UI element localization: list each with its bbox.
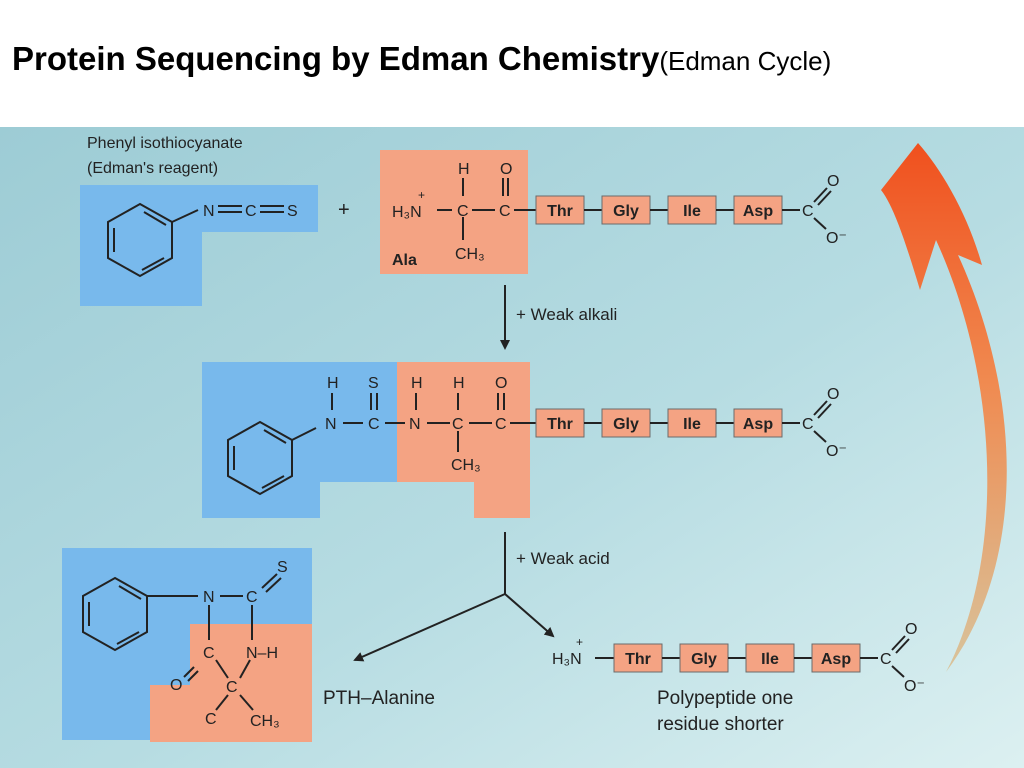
ptc-c-atom-1: C bbox=[368, 416, 380, 433]
peptide-chain-row1: Thr Gly Ile Asp CO O⁻ bbox=[535, 173, 847, 247]
residue-label-asp-3: Asp bbox=[821, 651, 851, 668]
alpha-c-atom: C bbox=[457, 203, 469, 220]
ptc-c-atom-2: C bbox=[452, 416, 464, 433]
ptc-o-atom: O bbox=[495, 375, 507, 392]
ala-label: Ala bbox=[392, 252, 417, 269]
residue-label-gly-1: Gly bbox=[613, 203, 639, 220]
cycle-return-arrow bbox=[881, 143, 1007, 672]
step-weak-alkali: + Weak alkali bbox=[516, 305, 617, 324]
pth-s-atom: S bbox=[277, 559, 288, 576]
alpha-h-atom: H bbox=[458, 161, 470, 178]
residue-box-asp-3 bbox=[811, 643, 861, 673]
title-main: Protein Sequencing by Edman Chemistry bbox=[12, 40, 660, 77]
residue-label-asp-2: Asp bbox=[743, 416, 773, 433]
residue-label-gly-3: Gly bbox=[691, 651, 717, 668]
peptide-chain-row2: Thr Gly Ile Asp CO O⁻ bbox=[535, 386, 847, 460]
alanine-box bbox=[380, 150, 528, 274]
pth-c-atom-2: C bbox=[203, 645, 215, 662]
pth-alanine-label: PTH–Alanine bbox=[323, 688, 435, 709]
reagent-name: Phenyl isothiocyanate bbox=[87, 135, 243, 152]
pth-methyl: CH₃ bbox=[250, 713, 280, 730]
ptc-methyl: CH₃ bbox=[451, 457, 481, 474]
pth-n-atom-1: N bbox=[203, 589, 215, 606]
pth-c-atom-4: C bbox=[205, 711, 217, 728]
step-weak-acid: + Weak acid bbox=[516, 549, 610, 568]
residue-label-thr-1: Thr bbox=[547, 203, 573, 220]
carboxyl-single-bond-2 bbox=[813, 430, 827, 443]
carboxyl-double-bond-b-1 bbox=[817, 190, 832, 206]
residue-box-asp-1 bbox=[733, 195, 783, 225]
carbonyl-o-atom: O bbox=[500, 161, 512, 178]
amine-charge-plus: + bbox=[418, 188, 425, 202]
ptc-h-atom-3: H bbox=[453, 375, 465, 392]
residue-label-gly-2: Gly bbox=[613, 416, 639, 433]
residue-label-ile-1: Ile bbox=[683, 203, 701, 220]
ptc-orange-box bbox=[397, 362, 530, 518]
pth-blue-box bbox=[62, 548, 312, 740]
residue-label-thr-2: Thr bbox=[547, 416, 573, 433]
residue-label-asp-1: Asp bbox=[743, 203, 773, 220]
title-subtitle: (Edman Cycle) bbox=[659, 46, 832, 76]
residue-label-ile-3: Ile bbox=[761, 651, 779, 668]
residue-box-ile-1 bbox=[667, 195, 717, 225]
carboxyl-double-bond-a-3 bbox=[891, 635, 906, 651]
peptide-chain-row3: Thr Gly Ile Asp CO O⁻ bbox=[613, 621, 925, 695]
pth-nh-group: N–H bbox=[246, 645, 278, 662]
carboxyl-c-2: C bbox=[802, 416, 814, 433]
ptc-h-atom-1: H bbox=[327, 375, 339, 392]
page-title: Protein Sequencing by Edman Chemistry(Ed… bbox=[12, 40, 831, 88]
ptc-c-atom-3: C bbox=[495, 416, 507, 433]
shorter-label-line2: residue shorter bbox=[657, 714, 784, 735]
ptc-s-atom: S bbox=[368, 375, 379, 392]
carboxyl-c-1: C bbox=[802, 203, 814, 220]
residue-label-thr-3: Thr bbox=[625, 651, 651, 668]
ptc-h-atom-2: H bbox=[411, 375, 423, 392]
carboxyl-o-3: O bbox=[905, 621, 917, 638]
pth-c-atom-1: C bbox=[246, 589, 258, 606]
edman-cycle-diagram: Phenyl isothiocyanate (Edman's reagent) … bbox=[0, 127, 1024, 768]
residue-box-thr-1 bbox=[535, 195, 585, 225]
carboxyl-c-3: C bbox=[880, 651, 892, 668]
amine-group: H₃N bbox=[392, 204, 422, 221]
pth-c-atom-3: C bbox=[226, 679, 238, 696]
ptc-blue-box bbox=[202, 362, 397, 518]
carboxyl-single-bond-1 bbox=[813, 217, 827, 230]
carboxyl-o-2: O bbox=[827, 386, 839, 403]
ptc-n-atom-2: N bbox=[409, 416, 421, 433]
residue-box-asp-2 bbox=[733, 408, 783, 438]
residue-box-ile-2 bbox=[667, 408, 717, 438]
carboxyl-double-bond-a-2 bbox=[813, 400, 828, 416]
amine-group-2: H₃N bbox=[552, 651, 582, 668]
carbonyl-c-atom: C bbox=[499, 203, 511, 220]
carboxyl-double-bond-b-3 bbox=[895, 638, 910, 654]
reagent-c-atom: C bbox=[245, 203, 257, 220]
residue-box-thr-2 bbox=[535, 408, 585, 438]
ptc-n-atom-1: N bbox=[325, 416, 337, 433]
carboxyl-o-1: O bbox=[827, 173, 839, 190]
reagent-n-atom: N bbox=[203, 203, 215, 220]
shorter-label-line1: Polypeptide one bbox=[657, 688, 793, 709]
plus-sign: + bbox=[338, 199, 350, 221]
carboxyl-double-bond-b-2 bbox=[817, 403, 832, 419]
amine-charge-plus-2: + bbox=[576, 635, 583, 649]
residue-label-ile-2: Ile bbox=[683, 416, 701, 433]
reagent-alias: (Edman's reagent) bbox=[87, 160, 218, 177]
carboxyl-o-minus-2: O⁻ bbox=[826, 443, 847, 460]
carboxyl-double-bond-a-1 bbox=[813, 187, 828, 203]
carboxyl-o-minus-3: O⁻ bbox=[904, 678, 925, 695]
pth-o-atom: O bbox=[170, 677, 182, 694]
carboxyl-single-bond-3 bbox=[891, 665, 905, 678]
reagent-s-atom: S bbox=[287, 203, 298, 220]
carboxyl-o-minus-1: O⁻ bbox=[826, 230, 847, 247]
methyl-group: CH₃ bbox=[455, 246, 485, 263]
pth-orange-box bbox=[150, 624, 312, 742]
